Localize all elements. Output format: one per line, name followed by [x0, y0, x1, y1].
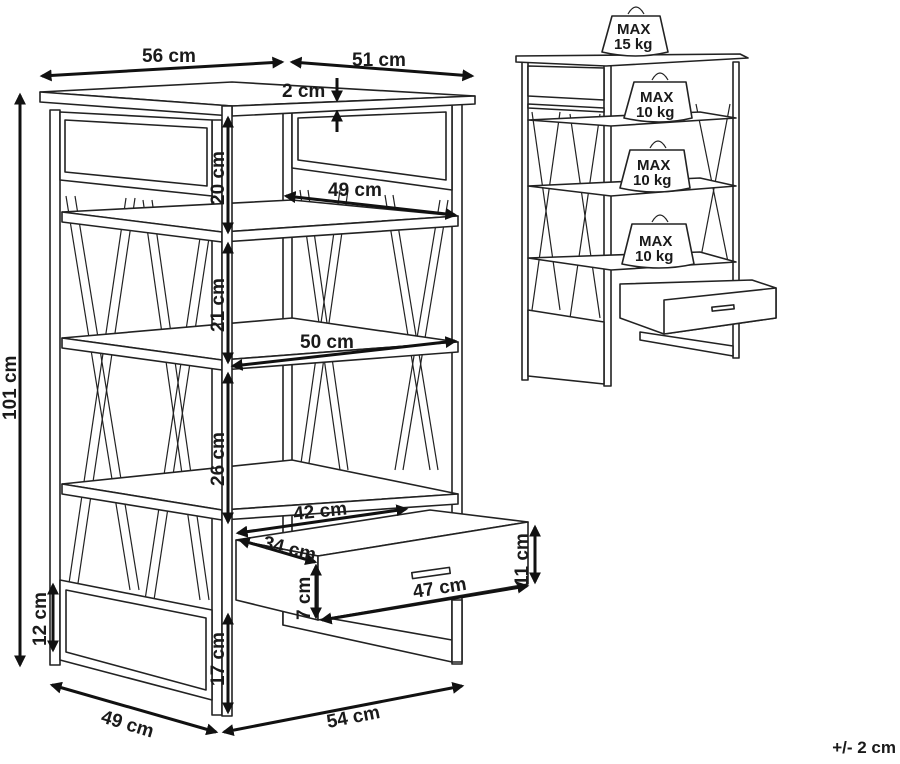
drawer-front-height-label: 11 cm — [512, 533, 533, 586]
weight-shelf-1: MAX 10 kg — [623, 72, 693, 123]
weight-shelf-3: MAX 10 kg — [621, 214, 695, 269]
drawer-inner-height-label: 7 cm — [294, 577, 315, 620]
svg-text:10 kg: 10 kg — [636, 104, 674, 121]
svg-text:15 kg: 15 kg — [614, 36, 652, 53]
svg-text:MAX: MAX — [640, 89, 673, 106]
third-gap-height-label: 26 cm — [208, 432, 229, 486]
weight-shelf-2: MAX 10 kg — [619, 140, 691, 193]
leg-clearance-label: 17 cm — [208, 632, 229, 686]
middle-shelf-width-label: 50 cm — [300, 332, 354, 353]
overall-depth-label: 51 cm — [352, 50, 406, 71]
side-panel-height-label: 12 cm — [30, 592, 51, 646]
svg-text:10 kg: 10 kg — [633, 172, 671, 189]
overall-width-label: 56 cm — [142, 46, 196, 67]
svg-text:MAX: MAX — [637, 157, 670, 174]
drawer-handle — [410, 566, 452, 580]
dimension-labels: 56 cm 51 cm 2 cm 101 cm 20 cm 21 cm 26 c… — [0, 46, 533, 743]
svg-text:MAX: MAX — [617, 21, 650, 38]
main-shelf-drawing — [39, 81, 529, 717]
overall-height-label: 101 cm — [0, 356, 21, 420]
second-gap-height-label: 21 cm — [208, 278, 229, 332]
drawer-opening-width-label: 42 cm — [292, 498, 348, 525]
left-x-brace — [65, 195, 215, 601]
upper-shelf-depth-label: 49 cm — [328, 180, 382, 201]
weight-top: MAX 15 kg — [601, 6, 669, 57]
svg-text:MAX: MAX — [639, 233, 672, 250]
dimension-arrows — [13, 56, 541, 737]
svg-text:10 kg: 10 kg — [635, 248, 673, 265]
top-gap-height-label: 20 cm — [208, 151, 229, 205]
base-width-label: 54 cm — [325, 702, 382, 733]
load-capacity-drawing: MAX 15 kg MAX 10 kg MAX 10 kg MAX 10 kg — [515, 6, 777, 387]
tolerance-note: +/- 2 cm — [832, 738, 896, 757]
top-thickness-label: 2 cm — [282, 81, 325, 102]
